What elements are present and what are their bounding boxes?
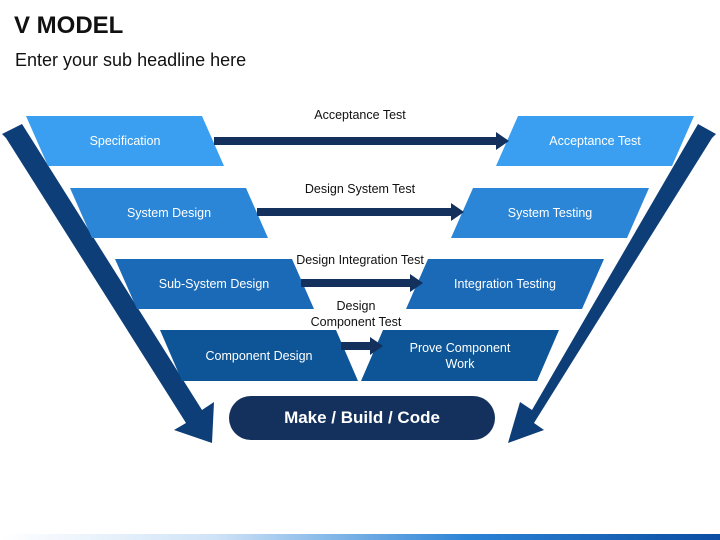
stage-specification: Specification [89,134,161,148]
system-testing-shape [451,188,649,238]
system-connector-arrow [257,203,464,221]
component-design-shape [160,330,358,381]
acceptance-test-shape [496,116,694,166]
acceptance-connector-arrow [214,132,509,150]
stage-prove-component-work: Prove Component Work [409,340,511,371]
system-design-shape [70,188,268,238]
stage-sub-system-design: Sub-System Design [158,277,270,291]
page-subtitle: Enter your sub headline here [15,50,247,70]
make-build-code: Make / Build / Code [229,396,495,440]
page-title: V MODEL [14,12,124,39]
stage-system-design: System Design [126,206,212,220]
prove-component-work-shape [361,330,559,381]
connector-label-system: Design System Test [304,182,416,196]
specification-shape [26,116,224,166]
test-validate-arrow [508,124,716,443]
footer-gradient-bar [0,534,720,540]
sub-system-design-shape [115,259,314,309]
stage-system-testing: System Testing [507,206,593,220]
stage-component-design: Component Design [205,348,313,363]
specify-design-arrow [2,124,214,443]
stage-integration-testing: Integration Testing [454,277,556,291]
connector-label-component: Design Component Test [310,299,402,329]
integration-testing-shape [406,259,604,309]
integration-connector-arrow [301,274,423,292]
connector-label-integration: Design Integration Test [296,253,424,267]
component-connector-arrow [341,337,383,355]
connector-label-acceptance: Acceptance Test [314,108,406,122]
stage-acceptance-test: Acceptance Test [549,134,641,148]
